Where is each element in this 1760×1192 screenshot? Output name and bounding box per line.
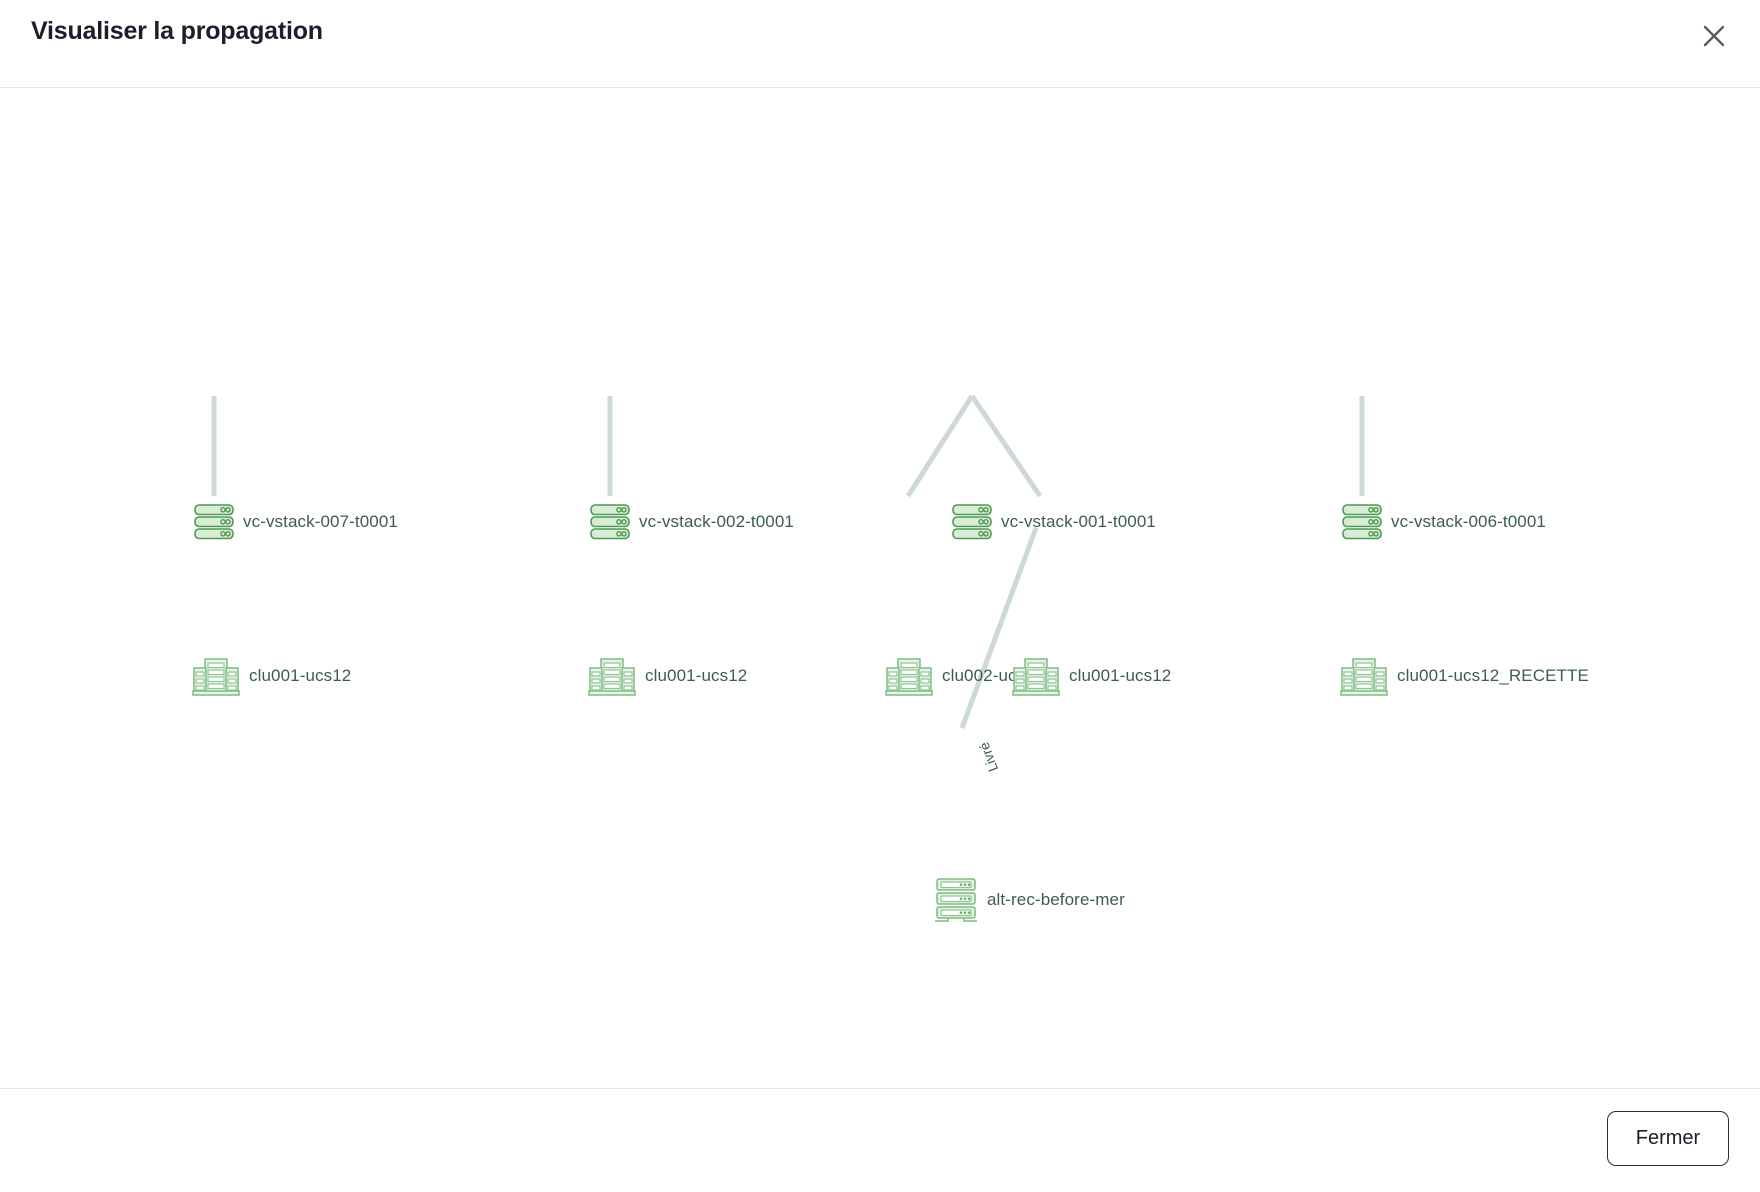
graph-edge [969,394,1043,498]
graph-node-clu001-ucs12-c[interactable]: clu001-ucs12 [1012,654,1171,698]
graph-node-label: alt-rec-before-mer [987,890,1125,909]
server-stack-icon [192,500,236,544]
graph-viewport[interactable]: vc-vstack-007-t0001 [0,88,1760,1088]
graph-edge [959,527,1039,729]
datacenter-icon [1012,654,1060,698]
graph-node-clu001-ucs12-recette[interactable]: clu001-ucs12_RECETTE [1340,654,1589,698]
close-button[interactable] [1690,12,1738,60]
graph-edge [905,394,975,498]
datacenter-icon [192,654,240,698]
graph-node-label: vc-vstack-006-t0001 [1391,512,1546,531]
graph-node-label: vc-vstack-001-t0001 [1001,512,1156,531]
graph-node-label: clu001-ucs12_RECETTE [1397,666,1589,685]
graph-node-label: vc-vstack-007-t0001 [243,512,398,531]
modal-header: Visualiser la propagation [0,0,1760,88]
graph-node-alt-rec-before-mer[interactable]: alt-rec-before-mer [932,876,1125,924]
modal-footer: Fermer [0,1088,1760,1192]
graph-node-label: clu001-ucs12 [249,666,352,685]
datacenter-icon [1340,654,1388,698]
graph-node-clu001-ucs12-a[interactable]: clu001-ucs12 [192,654,351,698]
graph-edge-layer [211,394,1365,729]
graph-node-vc-vstack-007-t0001[interactable]: vc-vstack-007-t0001 [192,500,398,544]
graph-node-vc-vstack-001-t0001[interactable]: vc-vstack-001-t0001 [950,500,1156,544]
datacenter-icon [885,654,933,698]
server-stack-icon [1340,500,1384,544]
server-stack-icon [950,500,994,544]
graph-node-clu001-ucs12-b[interactable]: clu001-ucs12 [588,654,747,698]
server-rack-icon [932,876,980,924]
graph-node-label: vc-vstack-002-t0001 [639,512,794,531]
close-icon [1701,23,1727,49]
graph-node-label: clu001-ucs12 [1069,666,1172,685]
graph-canvas[interactable]: vc-vstack-007-t0001 [0,88,1760,1088]
graph-node-vc-vstack-002-t0001[interactable]: vc-vstack-002-t0001 [588,500,794,544]
graph-node-vc-vstack-006-t0001[interactable]: vc-vstack-006-t0001 [1340,500,1546,544]
fermer-button[interactable]: Fermer [1607,1111,1729,1166]
graph-node-label: clu001-ucs12 [645,666,748,685]
page-title: Visualiser la propagation [31,17,323,45]
datacenter-icon [588,654,636,698]
server-stack-icon [588,500,632,544]
graph-edge-label-livre: Livré [975,739,1002,774]
